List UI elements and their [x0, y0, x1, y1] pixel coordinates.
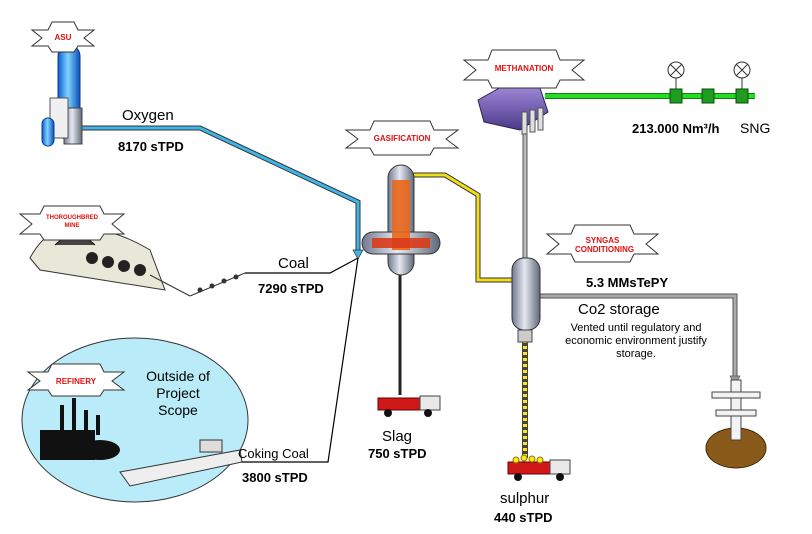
methanation-banner-label: METHANATION: [494, 64, 554, 73]
refinery-banner-label: REFINERY: [55, 377, 97, 386]
asu-banner-label: ASU: [54, 33, 72, 42]
banner-shapes: [18, 21, 660, 397]
oxygen-arrowhead: [352, 249, 364, 260]
sulphur-label: sulphur: [500, 490, 550, 507]
sng-label: SNG: [740, 120, 771, 136]
mine-banner-label: THOROUGHBRED MINE: [46, 215, 98, 229]
methanation-unit: [477, 81, 549, 135]
syngas-line: [412, 172, 512, 283]
sng-valves: [667, 61, 751, 104]
oxygen-label: Oxygen: [122, 107, 174, 124]
coal-rate: 7290 sTPD: [258, 281, 324, 296]
syngas-banner-label: SYNGAS CONDITIONING: [575, 236, 635, 254]
co2-label: Co2 storage: [578, 301, 660, 318]
syngas-conditioning-unit: [511, 257, 541, 343]
oxygen-rate: 8170 sTPD: [118, 139, 184, 154]
slag-label: Slag: [382, 428, 413, 445]
co2-rate: 5.3 MMsTePY: [586, 275, 669, 290]
slag-rate: 750 sTPD: [368, 446, 427, 461]
refinery-plant: [40, 398, 243, 487]
coking-coal-rate: 3800 sTPD: [242, 470, 308, 485]
sulphur-rate: 440 sTPD: [494, 510, 553, 525]
asu-unit: [41, 44, 83, 147]
co2-note: Vented until regulatory and economic env…: [565, 322, 707, 360]
coking-coal-line: [236, 257, 359, 463]
co2-storage-wellhead: [705, 379, 767, 469]
coal-line: [245, 257, 359, 274]
coking-coal-label: Coking Coal: [238, 446, 309, 461]
gasification-banner-label: GASIFICATION: [373, 134, 431, 143]
oxygen-line: [82, 125, 361, 252]
refinery-scope-note: Outside of Project Scope: [146, 368, 210, 418]
slag-truck: [377, 395, 441, 417]
co2-line: [540, 293, 738, 380]
sng-rate: 213.000 Nm³/h: [632, 121, 720, 136]
sulphur-truck: [507, 454, 571, 481]
gasifier-unit: [361, 164, 441, 276]
coal-label: Coal: [278, 255, 309, 272]
